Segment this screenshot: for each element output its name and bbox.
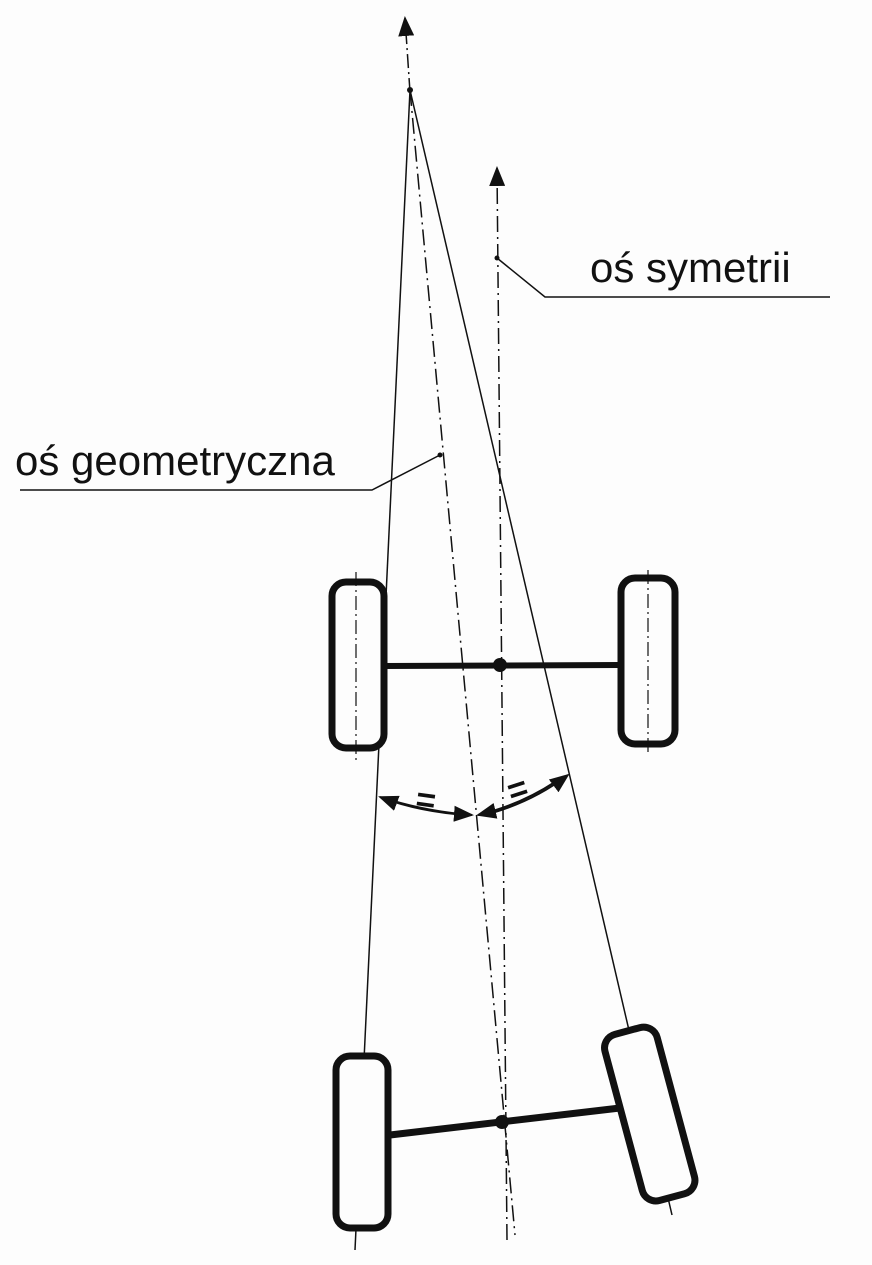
left-equal-mark: = bbox=[413, 780, 438, 820]
geometric-leader-line bbox=[20, 454, 441, 491]
right-angle-arc bbox=[494, 773, 570, 813]
right-equal-mark: = bbox=[502, 769, 533, 811]
rear-axle-center bbox=[495, 1115, 509, 1129]
symmetry-axis-label-group: oś symetrii bbox=[494, 244, 830, 298]
rear-right-wheel bbox=[601, 1023, 699, 1205]
rear-left-wheel bbox=[332, 1052, 392, 1232]
geometric-axis-label: oś geometryczna bbox=[15, 437, 335, 484]
symmetry-axis-label: oś symetrii bbox=[590, 244, 791, 291]
front-left-wheel bbox=[328, 578, 388, 752]
front-axle bbox=[328, 570, 679, 760]
right-angle-arc-end bbox=[476, 781, 556, 819]
symmetry-axis-line bbox=[489, 166, 508, 1241]
geometric-axis-label-group: oś geometryczna bbox=[15, 437, 443, 491]
rear-axle bbox=[332, 1023, 699, 1232]
symmetry-leader-line bbox=[496, 257, 830, 298]
apex-point bbox=[407, 87, 413, 93]
equal-angle-marks: = = bbox=[378, 769, 570, 822]
geometric-axis-line bbox=[409, 89, 516, 1236]
front-axle-center bbox=[493, 658, 507, 672]
left-angle-arc-end bbox=[389, 799, 474, 822]
apex-axis-line bbox=[398, 16, 415, 93]
